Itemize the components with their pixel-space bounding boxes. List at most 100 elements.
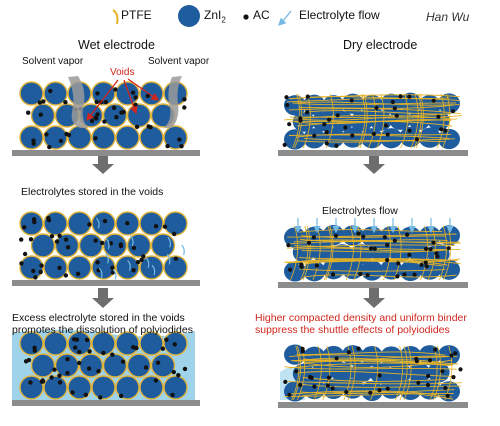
znl2-particle (418, 259, 441, 280)
ptfe-fibril (302, 110, 451, 115)
ac-particle (377, 373, 382, 378)
ac-particle (119, 393, 124, 399)
ac-particle (70, 390, 75, 395)
ac-particle (63, 100, 68, 105)
ac-particle (87, 349, 92, 354)
ptfe-fibril (289, 134, 450, 139)
ac-particle (287, 122, 292, 127)
ac-particle (37, 100, 43, 105)
ac-particle (436, 114, 441, 119)
ac-particle (93, 136, 98, 141)
ptfe-fibril (357, 93, 366, 149)
ac-particle (424, 246, 429, 251)
ac-particle (451, 375, 456, 380)
ptfe-fibril (347, 345, 356, 401)
ac-particle (77, 360, 82, 366)
ac-particle (346, 350, 351, 355)
ac-particle (102, 218, 108, 224)
znl2-particle (380, 128, 403, 149)
ac-particle (38, 112, 43, 117)
solvent-vapor-left-plume (68, 76, 88, 128)
ptfe-fibril (291, 345, 300, 401)
ac-particle (139, 257, 144, 263)
legend-flow-label: Electrolyte flow (299, 8, 380, 22)
ptfe-fibril (285, 381, 462, 385)
znl2-particle (139, 125, 164, 150)
ac-particle (450, 109, 456, 114)
znl2-particle (102, 233, 128, 258)
znl2-particle (19, 255, 44, 280)
znl2-particle (126, 103, 152, 128)
ac-particle (285, 103, 290, 108)
ac-particle (31, 141, 36, 146)
znl2-particle (418, 127, 441, 148)
ac-particle (133, 95, 138, 100)
electrolyte-streak (95, 217, 100, 229)
ac-legend-icon (243, 14, 249, 20)
ptfe-legend-icon (112, 9, 119, 25)
ac-particle (298, 118, 303, 123)
znl2-particle (139, 255, 164, 280)
ptfe-fibril (359, 93, 368, 149)
wet-arrow-1 (92, 154, 114, 174)
ptfe-fibril (383, 225, 391, 281)
ptfe-fibril (438, 225, 447, 281)
ac-particle (312, 384, 317, 389)
ac-particle (155, 360, 161, 365)
ac-particle (164, 337, 169, 342)
ac-particle (57, 373, 62, 378)
ac-particle (419, 262, 424, 267)
ptfe-fibril (368, 93, 377, 149)
ac-particle (182, 366, 188, 372)
ac-particle (120, 359, 126, 364)
dry-electrode-title: Dry electrode (343, 38, 418, 52)
ac-particle (385, 258, 390, 263)
dry-caption-red-line2: suppress the shuttle effects of polyiodi… (255, 324, 450, 336)
current-collector (12, 280, 200, 286)
ac-particle (434, 251, 439, 256)
ac-particle (64, 131, 69, 137)
ac-particle (49, 234, 55, 239)
ac-particle (177, 137, 182, 142)
znl2-particle (91, 125, 116, 150)
ac-particle (65, 245, 71, 250)
electrolyte-streak (112, 268, 117, 280)
electrolyte-streak (166, 253, 171, 265)
znl2-particle (78, 353, 104, 378)
ac-particle (458, 367, 463, 372)
ac-particle (330, 272, 336, 277)
ptfe-fibril (294, 119, 452, 125)
znl2-particle (361, 94, 383, 116)
ac-particle (26, 110, 31, 115)
ac-particle (118, 243, 124, 249)
znl2-particle (19, 375, 44, 400)
ac-particle (431, 240, 436, 245)
ac-particle (39, 263, 44, 268)
ptfe-fibril (415, 93, 424, 149)
ac-particle (32, 348, 37, 353)
ac-particle (349, 98, 354, 103)
znl2-particle (19, 211, 44, 236)
electrolyte-streak (105, 252, 109, 264)
ac-particle (443, 128, 448, 133)
ac-particle (146, 124, 151, 129)
ac-particle (407, 252, 412, 257)
ac-particle (94, 99, 99, 105)
ptfe-fibril (297, 138, 455, 143)
znl2-particle (91, 81, 116, 106)
znl2-particle (43, 331, 68, 356)
ac-particle (398, 94, 403, 99)
current-collector (12, 150, 200, 156)
ac-particle (63, 273, 69, 278)
ac-particle (440, 369, 445, 374)
ac-particle (287, 267, 293, 272)
ptfe-fibril (300, 225, 309, 281)
ac-particle (143, 365, 149, 370)
ac-particle (326, 375, 331, 380)
ptfe-fibril (290, 359, 459, 365)
electrolyte-flow-legend-icon (278, 10, 292, 26)
ac-particle (361, 234, 366, 239)
ptfe-fibril (410, 93, 419, 149)
znl2-particle (312, 242, 335, 263)
